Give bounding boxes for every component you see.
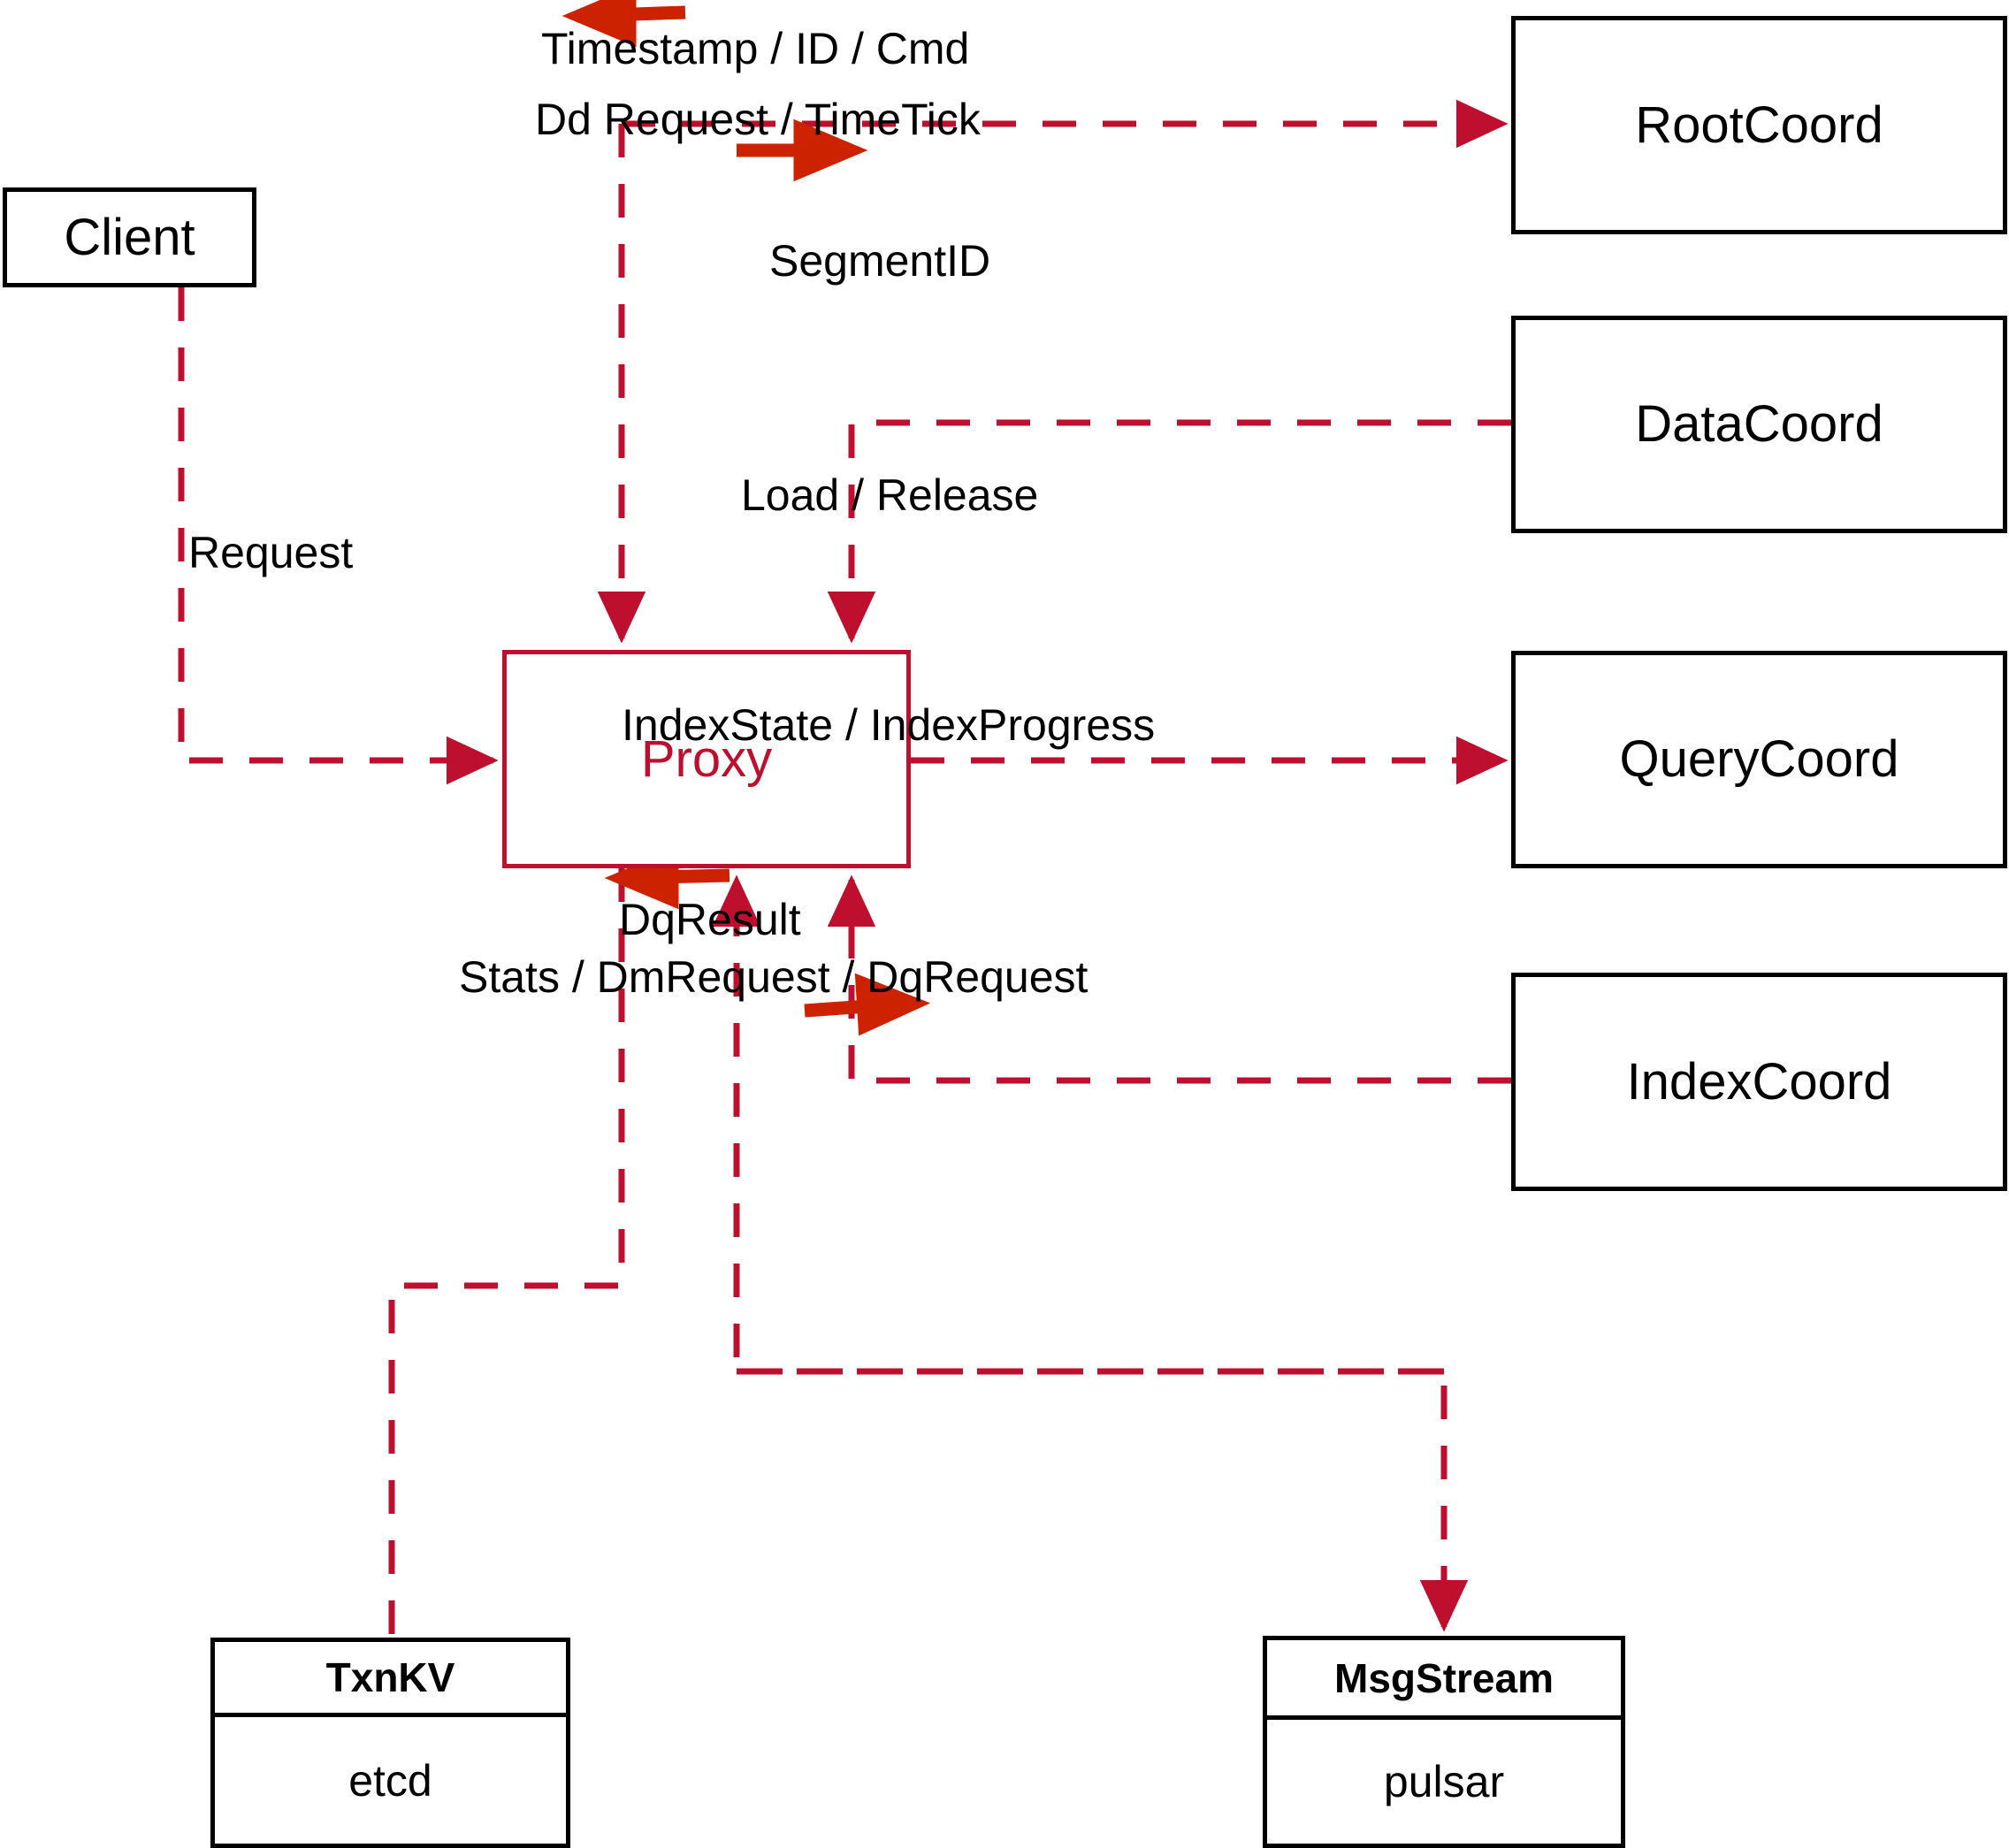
node-client-label: Client: [64, 208, 195, 266]
node-index-coord[interactable]: IndexCoord: [1511, 973, 2007, 1191]
node-msg-stream[interactable]: MsgStream pulsar: [1263, 1636, 1625, 1848]
edge-label-stats-dmrequest-dqrequest: Stats / DmRequest / DqRequest: [459, 952, 1089, 1002]
node-data-coord-label: DataCoord: [1635, 395, 1883, 453]
node-index-coord-label: IndexCoord: [1626, 1052, 1892, 1111]
node-msg-stream-title: MsgStream: [1334, 1654, 1554, 1701]
node-msg-stream-body: pulsar: [1267, 1720, 1621, 1844]
node-txn-kv-title: TxnKV: [325, 1654, 455, 1700]
node-query-coord-label: QueryCoord: [1619, 730, 1899, 788]
edge-label-segment-id: SegmentID: [769, 236, 991, 286]
node-query-coord[interactable]: QueryCoord: [1511, 651, 2007, 868]
node-data-coord[interactable]: DataCoord: [1511, 316, 2007, 533]
node-txn-kv-impl: etcd: [348, 1755, 432, 1806]
node-proxy-label: Proxy: [640, 729, 773, 788]
edge-label-index-state-progress: IndexState / IndexProgress: [622, 700, 1156, 750]
node-msg-stream-impl: pulsar: [1383, 1757, 1505, 1806]
node-msg-stream-header: MsgStream: [1267, 1640, 1621, 1720]
node-txn-kv[interactable]: TxnKV etcd: [210, 1638, 570, 1848]
node-txn-kv-body: etcd: [215, 1717, 566, 1844]
node-proxy[interactable]: Proxy: [502, 650, 911, 868]
edge-segment-id: [827, 419, 1511, 644]
edge-request: [178, 287, 499, 785]
node-client[interactable]: Client: [3, 187, 256, 287]
edge-label-timestamp-id-cmd: Timestamp / ID / Cmd: [541, 24, 970, 73]
edge-label-dd-request-timetick: Dd Request / TimeTick: [535, 95, 981, 144]
edge-stats-dmrequest-dqrequest: [737, 1368, 1469, 1632]
node-root-coord[interactable]: RootCoord: [1511, 16, 2007, 234]
node-txn-kv-header: TxnKV: [215, 1642, 566, 1717]
edge-label-request: Request: [188, 528, 354, 577]
edge-label-load-release: Load / Release: [741, 470, 1039, 520]
edge-label-dq-result: DqResult: [619, 895, 801, 944]
node-root-coord-label: RootCoord: [1635, 95, 1883, 154]
